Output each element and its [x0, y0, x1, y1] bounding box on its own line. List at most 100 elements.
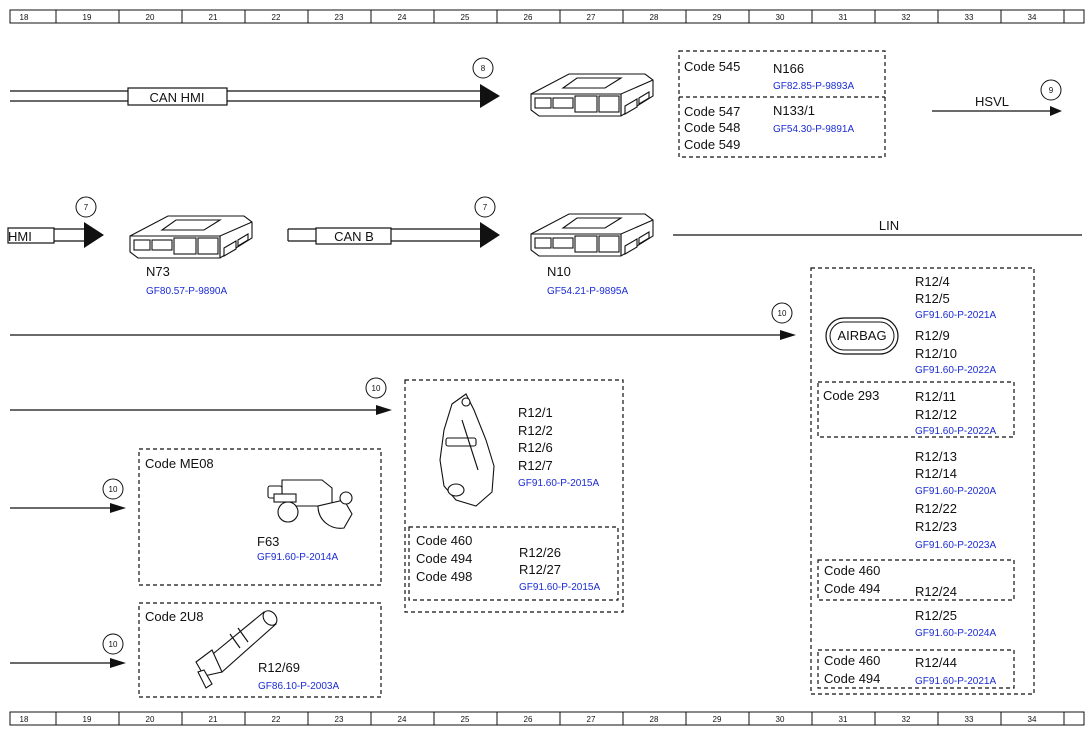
code-545-text: Code 545 [684, 59, 740, 74]
circle-9-number: 9 [1049, 86, 1054, 95]
can-b-label: CAN B [334, 229, 374, 244]
ruler-bottom-label-23: 23 [335, 715, 344, 724]
code-293-text: Code 293 [823, 388, 879, 403]
airbag-box: AIRBAG R12/4 R12/5 GF91.60-P-2021A R12/9… [810, 267, 1035, 695]
ruler-top-label-32: 32 [902, 13, 911, 22]
ruler-bottom [9, 711, 1085, 726]
code-494-airbag-b: Code 494 [824, 671, 880, 686]
code-2u8-text: Code 2U8 [145, 609, 204, 624]
code-460-airbag-b: Code 460 [824, 653, 880, 668]
n133-1-label: N133/1 [773, 103, 815, 118]
circle-10-mid: 10 [365, 377, 387, 399]
can-hmi-label: CAN HMI [150, 90, 205, 105]
code-498-mid: Code 498 [416, 569, 472, 584]
r12-22-ref: GF91.60-P-2023A [915, 540, 996, 551]
hsvl-line: HSVL [932, 94, 1062, 116]
circle-10-airbag: 10 [771, 302, 793, 324]
circle-10-2u8-number: 10 [109, 640, 118, 649]
circle-10-me08: 10 [102, 478, 124, 500]
circle-10-me08-number: 10 [109, 485, 118, 494]
code-547-text: Code 547 [684, 104, 740, 119]
ruler-bottom-label-24: 24 [398, 715, 407, 724]
ruler-top-label-24: 24 [398, 13, 407, 22]
ecu-n10-icon [530, 213, 654, 257]
circle-8: 8 [472, 57, 494, 79]
ecu-n73-icon [129, 215, 253, 259]
ruler-bottom-label-26: 26 [524, 715, 533, 724]
code-548-text: Code 548 [684, 120, 740, 135]
r12-9-label: R12/9 [915, 328, 950, 343]
r12-6-label: R12/6 [518, 440, 553, 455]
ruler-top-label-23: 23 [335, 13, 344, 22]
ruler-bottom-label-31: 31 [839, 715, 848, 724]
ruler-bottom-label-28: 28 [650, 715, 659, 724]
ruler-bottom-label-30: 30 [776, 715, 785, 724]
ruler-bottom-label-29: 29 [713, 715, 722, 724]
ruler-top-label-19: 19 [83, 13, 92, 22]
r12-25-ref: GF91.60-P-2024A [915, 628, 996, 639]
code-494-mid: Code 494 [416, 551, 472, 566]
n133-1-ref: GF54.30-P-9891A [773, 124, 854, 135]
ruler-bottom-label-21: 21 [209, 715, 218, 724]
r12-1-label: R12/1 [518, 405, 553, 420]
ruler-bottom-label-33: 33 [965, 715, 974, 724]
ruler-top-label-28: 28 [650, 13, 659, 22]
r12-12-label: R12/12 [915, 407, 957, 422]
ruler-bottom-label-18: 18 [20, 715, 29, 724]
hmi-bus-partial: HMI [7, 222, 104, 248]
circle-10-2u8: 10 [102, 633, 124, 655]
circle-7-left-number: 7 [84, 203, 89, 212]
n10-label: N10 [547, 264, 571, 279]
mid-component-box: R12/1 R12/2 R12/6 R12/7 GF91.60-P-2015A … [404, 379, 624, 613]
arrow-to-mid [10, 405, 392, 415]
circle-7-right: 7 [474, 196, 496, 218]
code-me08-box: Code ME08 F63 GF91.60-P-2014A [138, 448, 382, 586]
ruler-bottom-label-22: 22 [272, 715, 281, 724]
r12-1-ref: GF91.60-P-2015A [518, 478, 599, 489]
ecu-n166-icon [530, 73, 654, 117]
r12-7-label: R12/7 [518, 458, 553, 473]
r12-27-label: R12/27 [519, 562, 561, 577]
ruler-top-label-27: 27 [587, 13, 596, 22]
r12-4-ref: GF91.60-P-2021A [915, 310, 996, 321]
r12-23-label: R12/23 [915, 519, 957, 534]
r12-11-label: R12/11 [915, 389, 956, 404]
r12-9-ref: GF91.60-P-2022A [915, 365, 996, 376]
r12-10-label: R12/10 [915, 346, 957, 361]
ruler-top-label-34: 34 [1028, 13, 1037, 22]
n73-ref: GF80.57-P-9890A [146, 286, 227, 297]
r12-11-ref: GF91.60-P-2022A [915, 426, 996, 437]
ruler-top-label-25: 25 [461, 13, 470, 22]
ruler-top-label-30: 30 [776, 13, 785, 22]
ruler-top-label-22: 22 [272, 13, 281, 22]
belt-tensioner-icon [439, 393, 495, 507]
can-hmi-bus: CAN HMI [10, 84, 500, 108]
arrow-to-2u8 [10, 658, 126, 668]
ruler-top [9, 9, 1085, 24]
ruler-top-label-20: 20 [146, 13, 155, 22]
ruler-bottom-label-20: 20 [146, 715, 155, 724]
n73-label: N73 [146, 264, 170, 279]
circle-7-right-number: 7 [483, 203, 488, 212]
code-494-airbag-a: Code 494 [824, 581, 880, 596]
r12-5-label: R12/5 [915, 291, 950, 306]
n166-label: N166 [773, 61, 804, 76]
r12-14-label: R12/14 [915, 466, 957, 481]
r12-25-label: R12/25 [915, 608, 957, 623]
circle-8-number: 8 [481, 64, 486, 73]
code-549-text: Code 549 [684, 137, 740, 152]
arrow-to-me08 [10, 503, 126, 513]
ruler-bottom-label-32: 32 [902, 715, 911, 724]
ruler-top-label-26: 26 [524, 13, 533, 22]
r12-44-ref: GF91.60-P-2021A [915, 676, 996, 687]
code-545-box: Code 545 N166 GF82.85-P-9893A Code 547 C… [678, 50, 886, 158]
r12-44-label: R12/44 [915, 655, 957, 670]
r12-69-label: R12/69 [258, 660, 300, 675]
r12-69-ref: GF86.10-P-2003A [258, 681, 339, 692]
r12-26-ref: GF91.60-P-2015A [519, 582, 600, 593]
heater-element-icon [195, 610, 278, 689]
code-460-airbag-a: Code 460 [824, 563, 880, 578]
can-b-bus: CAN B [287, 222, 500, 248]
code-460-mid: Code 460 [416, 533, 472, 548]
